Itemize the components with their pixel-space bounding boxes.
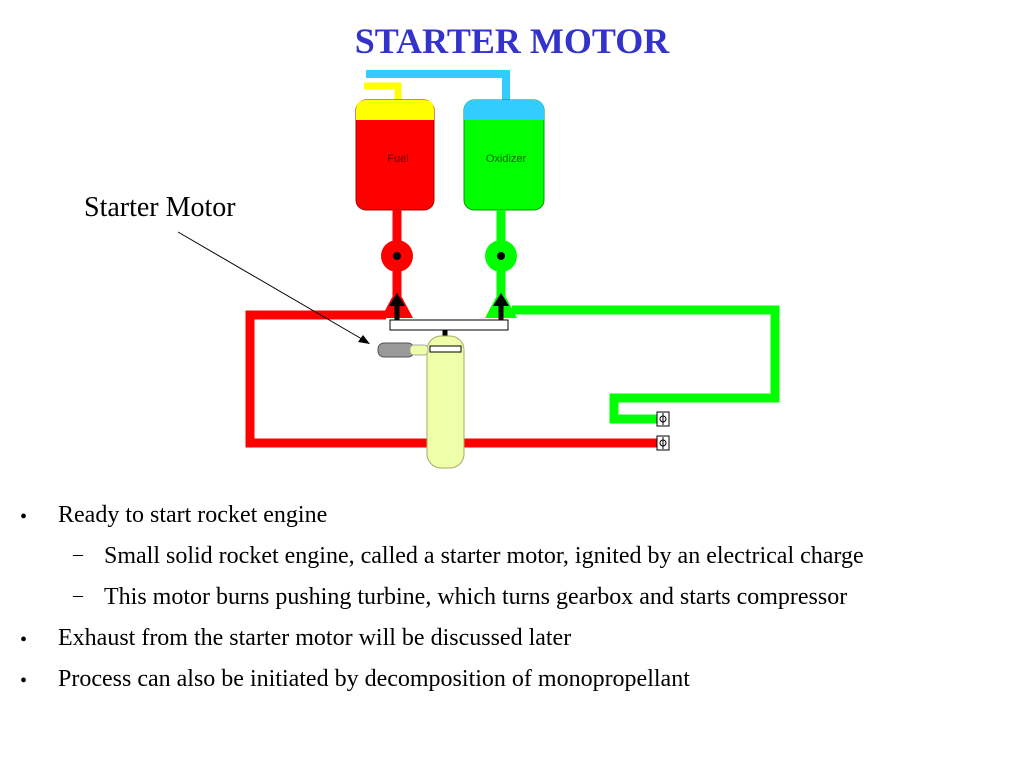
bullet-marker: • bbox=[20, 629, 28, 651]
combustion-chamber bbox=[426, 335, 465, 469]
pressurant-line bbox=[366, 70, 510, 104]
bullet-text: Exhaust from the starter motor will be d… bbox=[58, 625, 572, 651]
sub-bullet-item: – Small solid rocket engine, called a st… bbox=[0, 543, 1024, 584]
sub-bullet-item: – This motor burns pushing turbine, whic… bbox=[0, 584, 1024, 625]
fuel-flow-arrow bbox=[389, 293, 405, 320]
starter-motor-callout-label: Starter Motor bbox=[84, 192, 236, 223]
fuel-cap-line bbox=[364, 82, 402, 104]
oxidizer-tank-label: Oxidizer bbox=[486, 153, 527, 165]
bullet-list: • Ready to start rocket engine – Small s… bbox=[0, 502, 1024, 707]
bullet-text: Ready to start rocket engine bbox=[58, 502, 328, 528]
oxidizer-flow-arrow bbox=[493, 293, 509, 320]
starter-motor bbox=[377, 342, 429, 358]
oxidizer-tank: Oxidizer bbox=[463, 99, 545, 211]
oxidizer-pump bbox=[485, 240, 517, 272]
fuel-pump bbox=[381, 240, 413, 272]
bullet-marker: • bbox=[20, 506, 28, 528]
fuel-tank-label: Fuel bbox=[387, 153, 408, 165]
oxidizer-valve bbox=[656, 411, 670, 427]
sub-bullet-marker: – bbox=[73, 543, 83, 565]
oxidizer-loop-line bbox=[512, 305, 780, 424]
rocket-engine-diagram: Fuel Oxidizer bbox=[177, 70, 780, 469]
sub-bullet-marker: – bbox=[73, 584, 83, 606]
callout-pointer bbox=[177, 231, 370, 344]
bullet-marker: • bbox=[20, 670, 28, 692]
bullet-item: • Process can also be initiated by decom… bbox=[0, 666, 1024, 707]
slide-title: STARTER MOTOR bbox=[354, 21, 670, 61]
sub-bullet-text: Small solid rocket engine, called a star… bbox=[104, 543, 864, 569]
bullet-text: Process can also be initiated by decompo… bbox=[58, 666, 690, 692]
fuel-valve bbox=[656, 435, 670, 451]
sub-bullet-text: This motor burns pushing turbine, which … bbox=[104, 584, 848, 610]
bullet-item: • Ready to start rocket engine bbox=[0, 502, 1024, 543]
gearbox-bar bbox=[389, 319, 509, 331]
fuel-tank: Fuel bbox=[355, 99, 435, 211]
bullet-item: • Exhaust from the starter motor will be… bbox=[0, 625, 1024, 666]
